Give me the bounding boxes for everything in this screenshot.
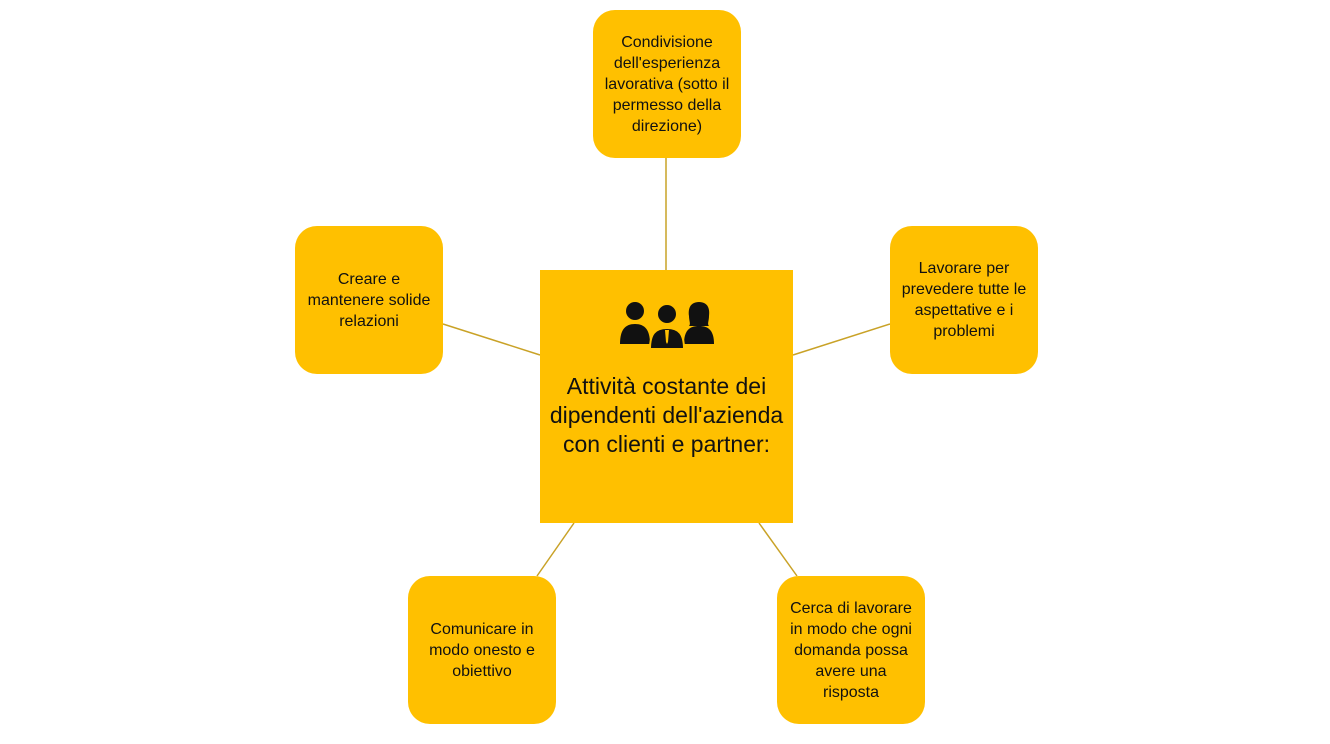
node-left-label: Creare e mantenere solide relazioni: [307, 270, 431, 330]
node-bottom-right-label: Cerca di lavorare in modo che ogni doman…: [790, 599, 912, 701]
people-group-icon: [619, 302, 714, 350]
node-top-label: Condivisione dell'esperienza lavorativa …: [604, 33, 730, 135]
connector-left: [442, 323, 541, 356]
node-top: Condivisione dell'esperienza lavorativa …: [593, 10, 741, 158]
center-box: Attività costante dei dipendenti dell'az…: [540, 270, 793, 523]
center-title: Attività costante dei dipendenti dell'az…: [549, 373, 784, 457]
node-left: Creare e mantenere solide relazioni: [295, 226, 443, 374]
node-bottom-left: Comunicare in modo onesto e obiettivo: [408, 576, 556, 724]
node-right: Lavorare per prevedere tutte le aspettat…: [890, 226, 1038, 374]
node-bottom-right: Cerca di lavorare in modo che ogni doman…: [777, 576, 925, 724]
node-right-label: Lavorare per prevedere tutte le aspettat…: [901, 260, 1027, 340]
connector-right: [792, 323, 891, 356]
connector-bottom-right: [758, 522, 798, 577]
connector-bottom-left: [536, 522, 575, 577]
node-bottom-left-label: Comunicare in modo onesto e obiettivo: [429, 620, 535, 680]
